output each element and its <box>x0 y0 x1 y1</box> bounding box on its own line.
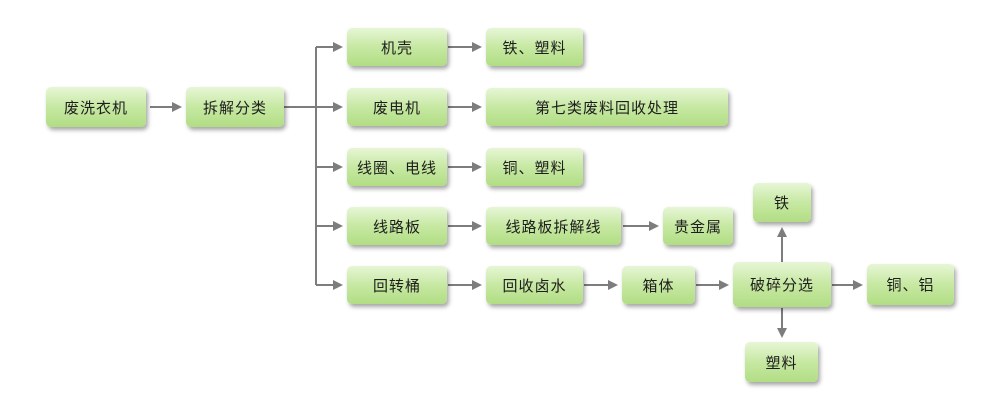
node-coil-wire-output: 铜、塑料 <box>486 148 583 186</box>
node-circuit-board: 线路板 <box>347 207 447 245</box>
node-circuit-board-line: 线路板拆解线 <box>486 207 621 245</box>
node-drum: 回转桶 <box>347 266 447 304</box>
node-crush-copper-aluminum: 铜、铝 <box>867 264 954 305</box>
node-waste-washing-machine: 废洗衣机 <box>46 87 146 127</box>
node-cabinet: 箱体 <box>622 266 695 304</box>
node-dismantle-sort: 拆解分类 <box>186 87 284 127</box>
node-crush-plastic: 塑料 <box>745 342 818 382</box>
node-motor: 废电机 <box>347 88 447 126</box>
node-brine-recovery: 回收卤水 <box>486 266 583 304</box>
node-crush-iron: 铁 <box>753 183 811 222</box>
node-coil-wire: 线圈、电线 <box>347 148 447 186</box>
node-precious-metals: 贵金属 <box>663 207 733 245</box>
node-motor-output: 第七类废料回收处理 <box>486 88 728 126</box>
node-crush-sort: 破碎分选 <box>733 262 831 307</box>
node-casing: 机壳 <box>347 28 447 66</box>
node-casing-output: 铁、塑料 <box>486 28 583 66</box>
